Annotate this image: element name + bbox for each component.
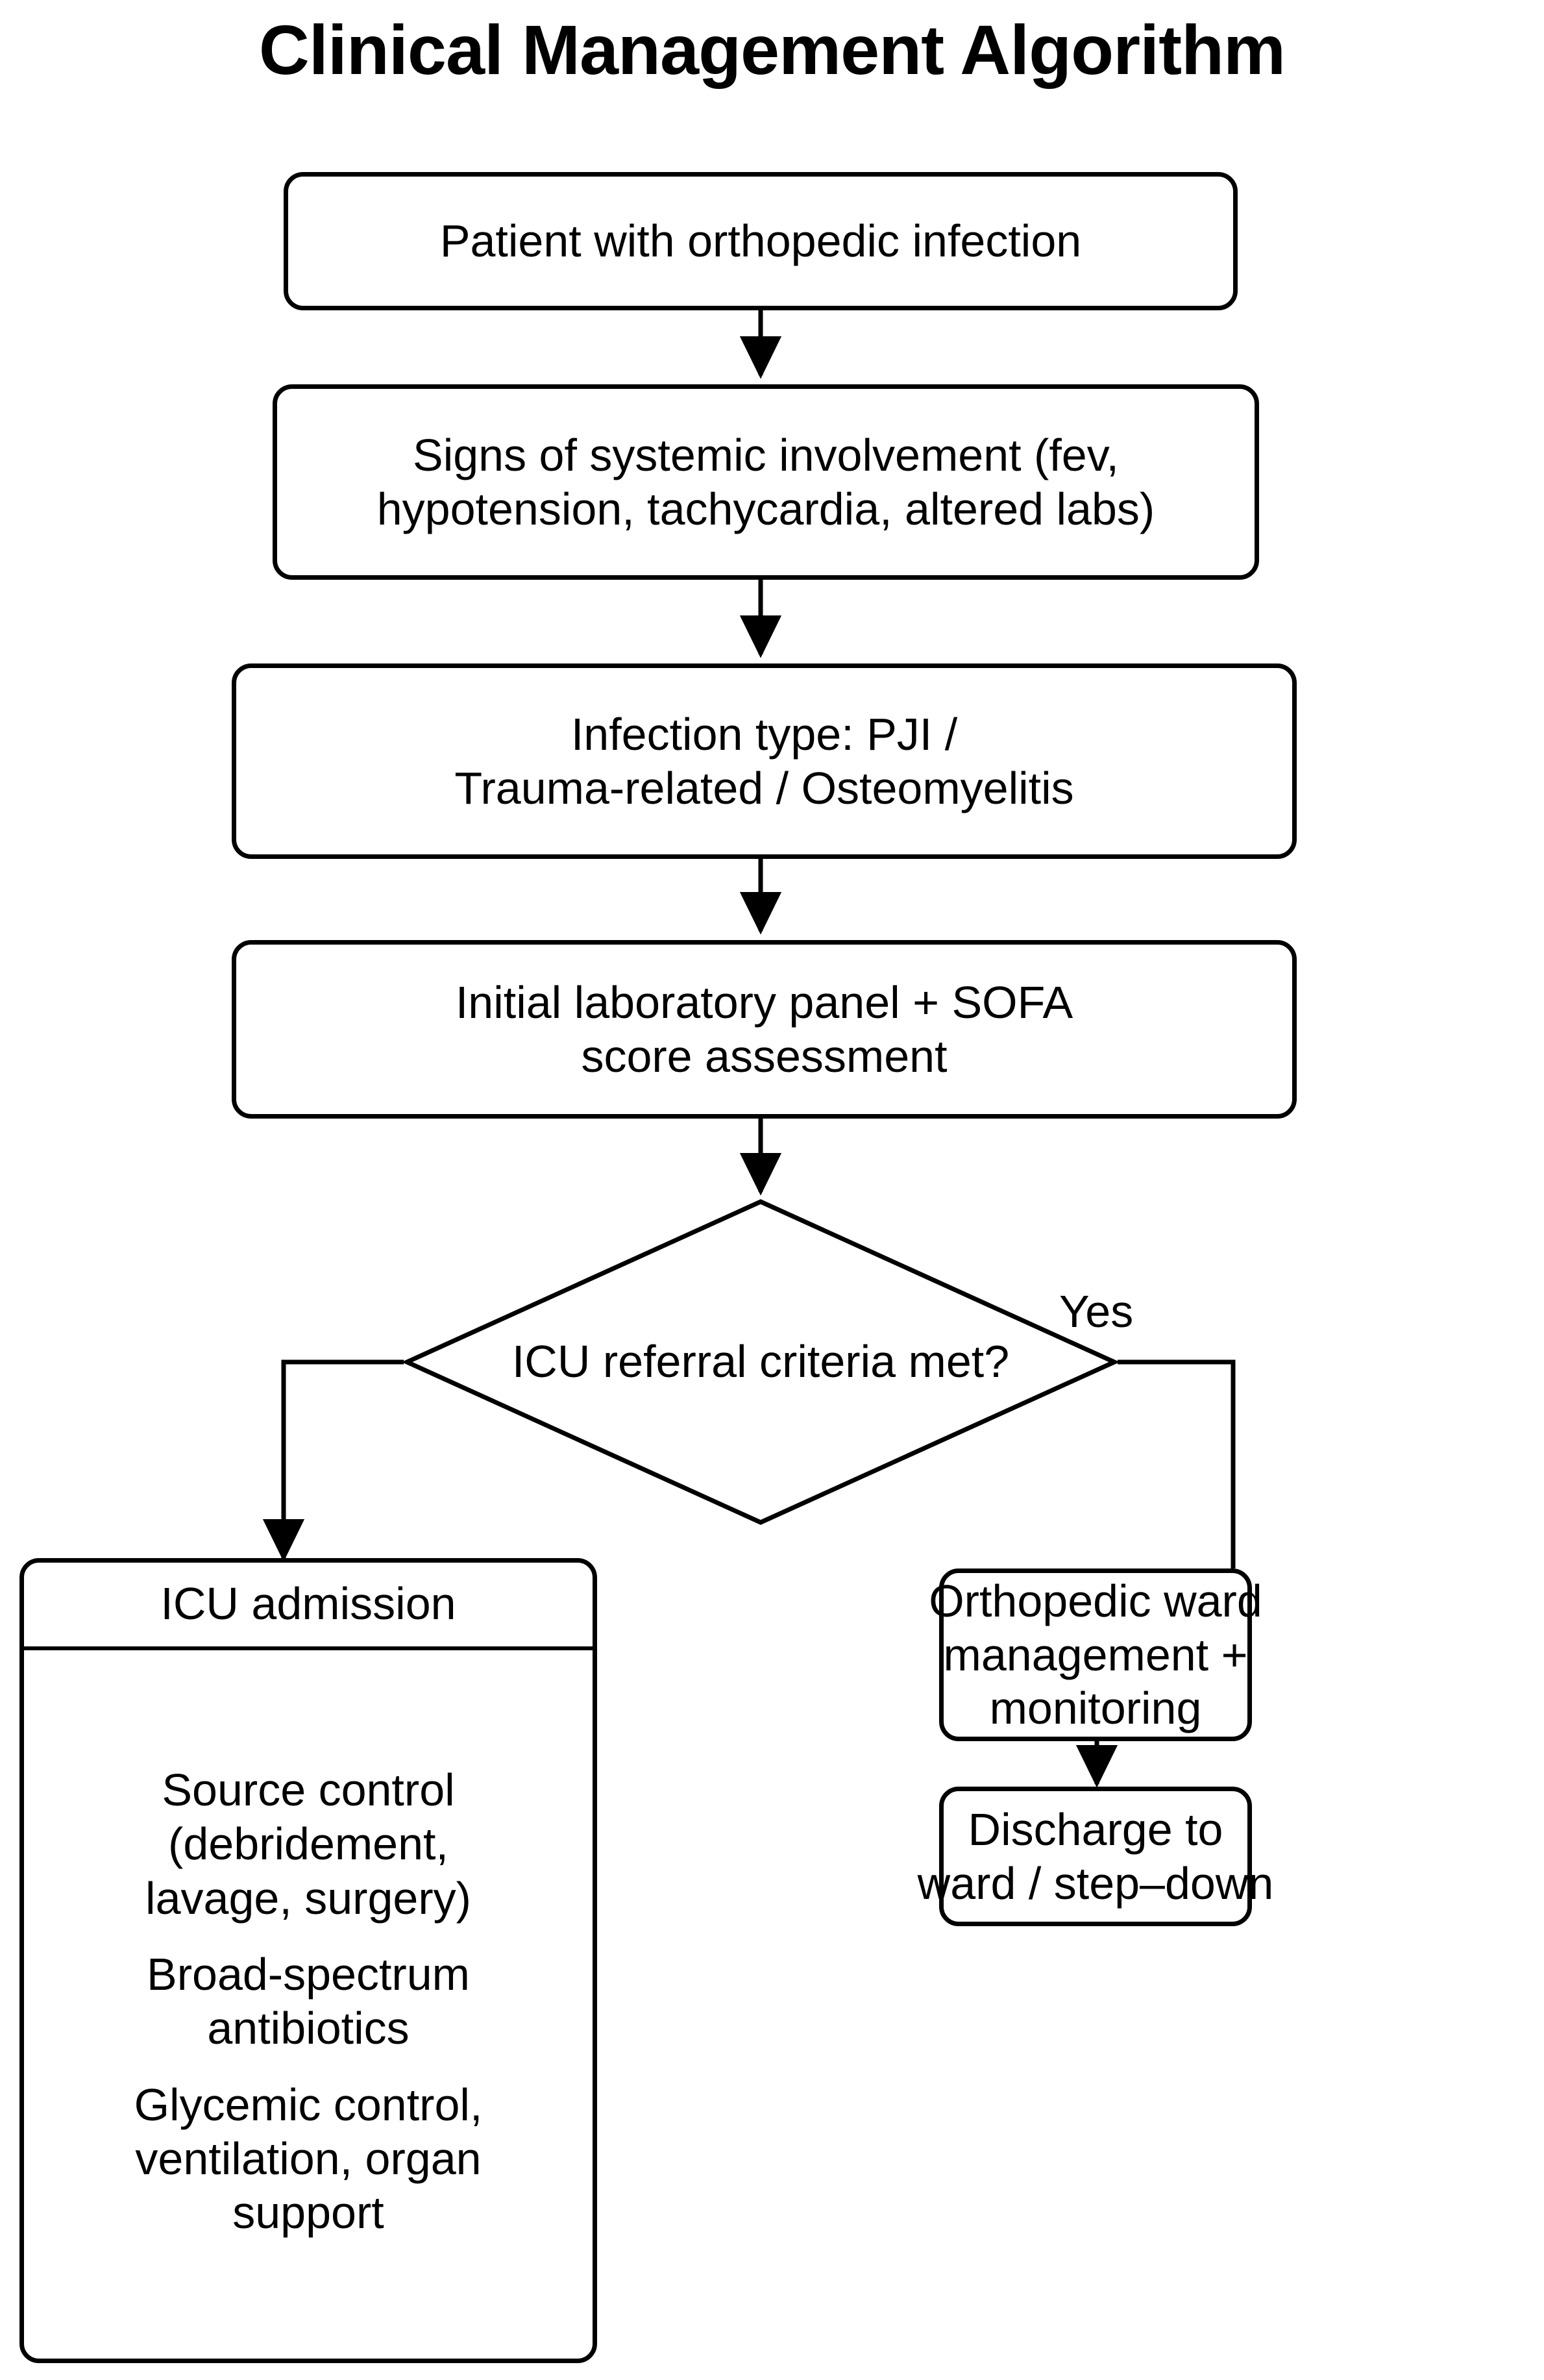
icu-admission-body: Source control (debridement, lavage, sur…	[24, 1650, 593, 2359]
node-discharge-to-ward[interactable]: Discharge to ward / step–down	[918, 1787, 1273, 1926]
node-signs-of-systemic-involvement[interactable]: Signs of systemic involvement (fev, hypo…	[273, 384, 1259, 580]
node-line: monitoring	[989, 1683, 1202, 1734]
node-line: hypotension, tachycardia, altered labs)	[376, 483, 1155, 534]
node-initial-laboratory-panel-sofa[interactable]: Initial laboratory panel + SOFA score as…	[232, 940, 1297, 1119]
node-icu-admission[interactable]: ICU admission Source control (debridemen…	[19, 1558, 597, 2363]
node-line: (debridement,	[168, 1818, 448, 1870]
page-title: Clinical Management Algorithm	[258, 10, 1286, 89]
node-line: Trauma-related / Osteomyelitis	[454, 762, 1074, 813]
node-line: Initial laboratory panel + SOFA	[455, 976, 1073, 1028]
node-line: support	[232, 2187, 384, 2238]
node-line: Glycemic control,	[134, 2079, 483, 2130]
node-line: ICU referral	[511, 1336, 747, 1387]
node-line: score assessment	[581, 1030, 948, 1082]
node-line: criteria met?	[759, 1336, 1010, 1387]
edge-decision-no-to-icu	[262, 1359, 404, 1562]
node-line: Orthopedic ward	[929, 1576, 1262, 1627]
node-line: ventilation, organ	[135, 2133, 482, 2184]
icu-task-organ-support: Glycemic control, ventilation, organ sup…	[134, 2078, 483, 2240]
icu-task-antibiotics: Broad-spectrum antibiotics	[147, 1948, 470, 2056]
edge-label-yes: Yes	[1059, 1286, 1134, 1337]
node-icu-referral-criteria-decision[interactable]: ICU referral criteria met?	[404, 1198, 1118, 1526]
node-line: Infection type: PJI /	[570, 708, 958, 760]
node-line: Broad-spectrum	[147, 1949, 470, 2000]
icu-admission-header: ICU admission	[24, 1563, 593, 1650]
node-line: lavage, surgery)	[145, 1872, 471, 1924]
node-orthopedic-ward-management[interactable]: Orthopedic ward management + monitoring	[929, 1568, 1262, 1741]
node-line: management +	[943, 1629, 1248, 1680]
node-line: Discharge to	[968, 1804, 1223, 1855]
node-infection-type[interactable]: Infection type: PJI / Trauma-related / O…	[232, 663, 1297, 859]
edge-decision-yes-to-ward	[1118, 1359, 1236, 1568]
node-line: Signs of systemic involvement (fev,	[413, 429, 1119, 480]
decision-label: ICU referral criteria met?	[512, 1334, 1009, 1389]
node-line: ward / step–down	[917, 1857, 1274, 1909]
node-patient-with-orthopedic-infection[interactable]: Patient with orthopedic infection	[284, 172, 1238, 310]
node-line: Source control	[162, 1765, 455, 1816]
node-line: Patient with orthopedic infection	[439, 216, 1082, 267]
icu-task-source-control: Source control (debridement, lavage, sur…	[145, 1763, 471, 1926]
diamond-shape	[404, 1199, 1118, 1525]
node-line: antibiotics	[207, 2003, 410, 2054]
